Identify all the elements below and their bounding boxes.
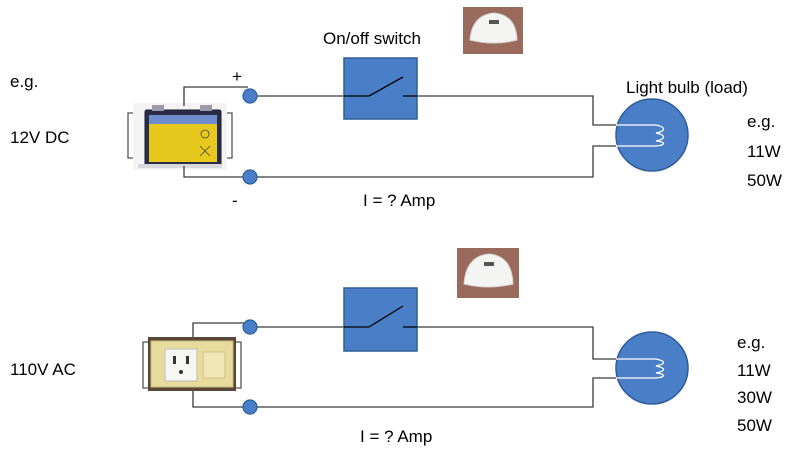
battery-label [149,124,217,162]
outlet-socket [164,348,198,382]
top-battery-minus-wire [183,166,248,178]
bottom-current-label: I = ? Amp [360,427,432,446]
top-switch-photo-slot [489,20,499,24]
outlet-side-panel [202,351,226,379]
bottom-switch-photo-slot [484,262,494,266]
bottom-wattage-3: 50W [737,416,772,435]
top-wattage-2: 50W [747,171,782,190]
bottom-switch-photo-cover [463,253,514,288]
top-negative-terminal [242,169,258,185]
battery-top-band [149,115,217,124]
top-light-bulb [615,98,689,172]
top-battery-plus-wire [183,86,248,106]
top-switch-box [343,57,418,120]
bottom-terminal-top [242,319,258,335]
bottom-wattage-1: 11W [737,361,771,380]
bottom-eg-right: e.g. [737,333,765,352]
top-switch-label: On/off switch [323,29,421,48]
bottom-outlet-bracket-right [236,341,242,389]
bottom-switch-photo [457,248,519,298]
top-source-label: 12V DC [10,128,70,147]
bottom-bulb-filament-icon [616,358,665,379]
outlet-ground-hole [179,370,183,374]
top-switch-blade [368,76,404,97]
bottom-circuit: 110V AC [10,248,772,446]
top-battery-bracket-left [127,112,133,159]
bottom-wire-switch-to-bulb [417,326,616,360]
top-plus-sign: + [232,67,242,86]
bottom-source-label: 110V AC [10,360,76,379]
top-wattage-1: 11W [747,142,781,161]
battery-label-mark-icon [200,129,210,139]
bottom-terminal-bottom [242,399,258,415]
top-load-label: Light bulb (load) [626,78,748,97]
top-switch-photo [463,7,523,54]
outlet-image [148,337,236,391]
top-eg-right: e.g. [747,112,775,131]
top-circuit: e.g. 12V DC + - [10,7,782,210]
outlet-slot-left [173,356,176,364]
top-return-wire [256,145,616,178]
battery-post-right [200,105,212,111]
bottom-outlet-wire-bottom [192,391,244,408]
bottom-wattage-2: 30W [737,388,772,407]
bottom-outlet-wire-top [192,322,244,337]
top-current-label: I = ? Amp [363,191,435,210]
battery-image [133,103,227,170]
top-eg-left: e.g. [10,72,38,91]
bottom-switch-blade [368,305,404,328]
top-battery-bracket-right [227,112,233,159]
battery-post-left [152,105,164,111]
outlet-slot-right [186,356,189,364]
bottom-outlet-bracket-left [142,341,148,389]
battery-recycle-mark-icon [199,145,211,157]
top-bulb-filament-icon [616,124,665,147]
top-switch-photo-cover [469,12,518,44]
bottom-light-bulb [615,331,689,405]
battery-shadow [138,164,222,168]
top-positive-terminal [242,88,258,104]
top-wire-switch-to-bulb [417,95,616,126]
bottom-return-wire [256,377,616,408]
top-minus-sign: - [232,191,238,210]
